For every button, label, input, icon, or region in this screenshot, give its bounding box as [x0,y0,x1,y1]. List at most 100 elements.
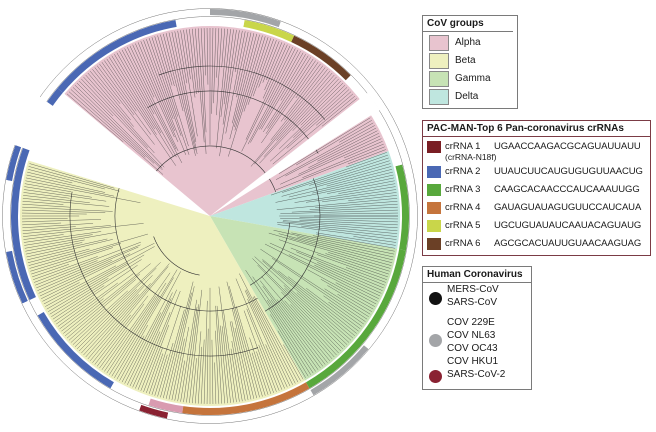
human-cov-ring-segment [30,9,210,116]
crrna-legend-title: PAC-MAN-Top 6 Pan-coronavirus crRNAs [423,121,650,137]
human-cov-ring-segment [6,250,28,304]
branch-line [261,62,319,144]
branch-line [348,195,397,201]
branch-line [262,286,324,367]
crrna-1-sublabel: (crRNA-N18f) [445,152,497,162]
branch-line [23,223,144,237]
branch-line [218,286,234,403]
branch-line [116,324,148,380]
branch-line [61,298,104,332]
branch-line [24,232,117,249]
branch-line [270,69,328,141]
branch-line [92,69,121,104]
branch-line [256,351,272,394]
branch-line [28,166,120,192]
branch-line [52,285,105,320]
branch-line [111,269,178,377]
branch-line [116,52,177,158]
branch-line [135,43,179,142]
branch-line [157,342,174,397]
branch-line [286,91,352,149]
branch-line [90,266,169,361]
branch-line [177,30,188,84]
branch-line [325,253,389,275]
branch-line [23,195,90,203]
branch-line [266,299,316,372]
branch-line [254,256,350,343]
branch-line [264,243,378,302]
branch-line [296,120,372,166]
crrna-1-label: crRNA 1 [445,141,481,152]
human-cov-ring-segment [166,412,246,423]
branch-line [119,51,155,115]
branch-line [87,263,170,360]
crrna-6-swatch [427,238,441,250]
branch-line [56,297,95,325]
branch-line [192,28,199,93]
branch-line [299,217,398,220]
branch-line [293,87,348,138]
branch-line [135,331,161,389]
delta-label: Delta [455,91,479,102]
internal-arc [249,222,290,286]
branch-line [301,225,397,237]
branch-line [276,74,335,141]
branch-line [151,37,178,117]
branch-line [41,243,155,299]
branch-line [46,262,128,310]
branch-line [151,305,181,395]
branch-line [261,276,333,360]
branch-line [270,314,309,377]
delta-swatch [429,89,449,105]
branch-line [96,65,135,115]
branch-line [198,346,202,404]
branch-line [124,48,177,150]
branch-line [165,292,192,399]
branch-line [124,312,161,384]
branch-line [70,89,146,158]
branch-line [22,209,106,213]
branch-line [23,192,70,199]
branch-line [266,42,283,81]
crrna-4-label: crRNA 4 [445,202,481,213]
branch-line [39,253,131,297]
branch-line [168,32,196,151]
branch-line [114,54,162,134]
branch-line [154,354,168,396]
branch-line [23,231,102,243]
branch-line [292,80,341,131]
tree-gap-small [210,92,380,216]
branch-line [216,28,222,116]
branch-line [168,286,195,400]
crrna-ring-segment [175,16,245,27]
branch-line [101,62,137,112]
branch-line [216,28,220,78]
branch-line [111,55,174,157]
branch-line [250,51,301,143]
branch-line [231,307,255,399]
branch-line [252,258,344,350]
branch-line [154,36,189,147]
branch-line [283,220,398,228]
branch-line [345,267,386,283]
branch-line [148,353,164,394]
cov-229e-label: COV 229E [447,317,495,328]
crrna-1-swatch [427,141,441,153]
branch-line [252,39,274,97]
branch-line [270,299,321,369]
branch-line [45,246,155,307]
branch-line [277,222,398,234]
branch-line [328,301,363,327]
branch-line [231,321,249,401]
crrna-5-swatch [427,220,441,232]
branch-line [109,296,160,375]
crrna-5-sequence: UGCUGUAUAUCAAUACAGUAUG [494,220,642,231]
branch-line [220,325,228,404]
branch-line [74,85,163,171]
branch-line [288,276,359,332]
branch-line [282,157,389,193]
branch-line [278,85,346,150]
branch-line [265,344,285,389]
crrna-legend: PAC-MAN-Top 6 Pan-coronavirus crRNAs crR… [422,120,651,256]
branch-line [37,246,139,291]
